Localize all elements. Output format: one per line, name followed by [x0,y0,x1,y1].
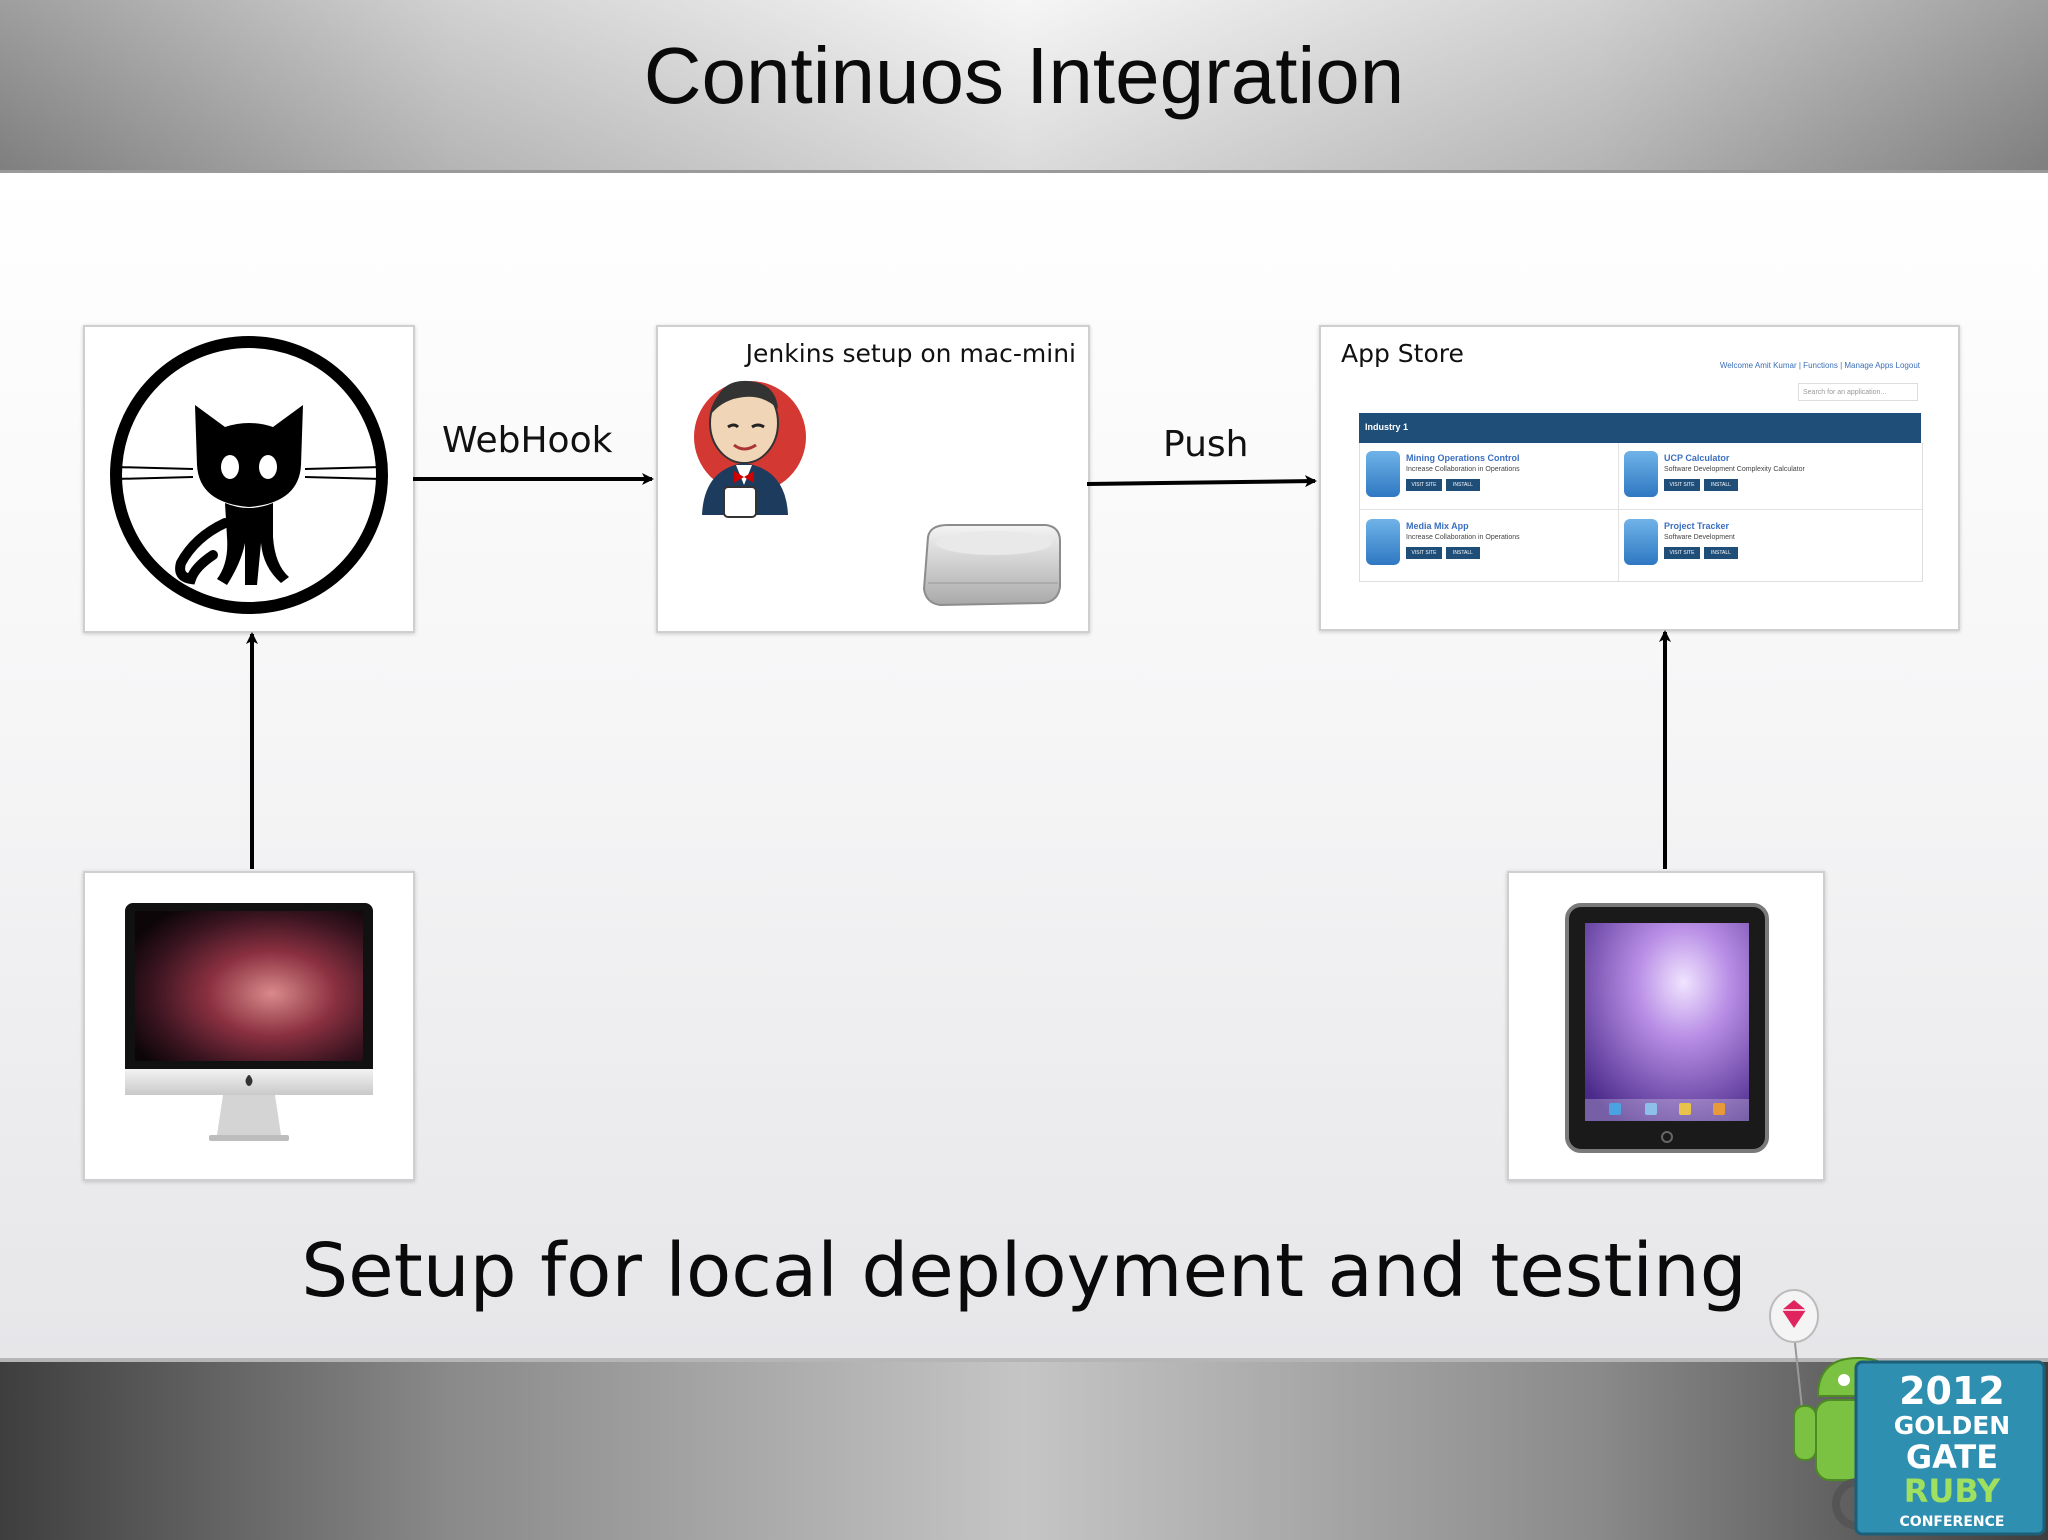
logo-ruby: RUBY [1904,1472,2001,1510]
app-icon [1366,519,1400,565]
app-name: UCP Calculator [1664,453,1730,463]
slide-title: Continuos Integration [643,31,1405,120]
app-desc: Increase Collaboration in Operations [1406,466,1520,473]
visit-site-button: VISIT SITE [1406,479,1442,491]
github-octocat-icon [110,336,388,614]
app-name: Mining Operations Control [1406,453,1520,463]
store-col-divider [1618,443,1619,581]
mac-mini-icon [922,524,1061,607]
app-icon [1366,451,1400,497]
app-desc: Software Development [1664,534,1735,541]
jenkins-node: Jenkins setup on mac-mini [656,325,1090,633]
store-app-item: Mining Operations Control Increase Colla… [1366,451,1636,509]
logo-gate: GATE [1906,1438,1998,1476]
store-search-input: Search for an application... [1798,383,1918,401]
slide-caption: Setup for local deployment and testing [301,1228,1747,1314]
app-store-label: App Store [1341,339,1464,368]
visit-site-button: VISIT SITE [1406,547,1442,559]
store-row-divider [1360,509,1922,510]
title-bar [0,0,2048,173]
app-desc: Increase Collaboration in Operations [1406,534,1520,541]
ipad-icon [1565,903,1769,1153]
jenkins-label: Jenkins setup on mac-mini [745,339,1076,368]
visit-site-button: VISIT SITE [1664,479,1700,491]
store-app-item: Media Mix App Increase Collaboration in … [1366,519,1636,577]
edge-label-webhook: WebHook [442,420,613,461]
app-store-node: App Store Welcome Amit Kumar | Functions… [1319,325,1960,631]
imac-node [83,871,415,1181]
logo-year: 2012 [1899,1369,2005,1413]
jenkins-butler-icon [694,380,806,518]
github-node [83,325,415,633]
install-button: INSTALL [1446,479,1480,491]
title-bar-shade [0,0,2048,170]
store-header-links: Welcome Amit Kumar | Functions | Manage … [1719,361,1920,370]
logo-golden: GOLDEN [1894,1411,2010,1440]
app-desc: Software Development Complexity Calculat… [1664,466,1805,473]
app-name: Media Mix App [1406,521,1469,531]
store-section-header: Industry 1 [1359,413,1921,443]
logo-conference: CONFERENCE [1900,1514,2005,1530]
app-name: Project Tracker [1664,521,1730,531]
edge-label-push: Push [1163,424,1249,465]
golden-gate-ruby-conference-logo: 2012 GOLDEN GATE RUBY CONFERENCE [1769,1289,2046,1536]
store-app-item: Project Tracker Software Development VIS… [1624,519,1914,577]
bottom-bar [0,1358,2048,1540]
ipad-node [1507,871,1825,1181]
visit-site-button: VISIT SITE [1664,547,1700,559]
store-app-grid: Mining Operations Control Increase Colla… [1359,443,1923,582]
store-app-item: UCP Calculator Software Development Comp… [1624,451,1914,509]
install-button: INSTALL [1704,547,1738,559]
install-button: INSTALL [1704,479,1738,491]
install-button: INSTALL [1446,547,1480,559]
imac-icon [125,903,373,1141]
app-icon [1624,519,1658,565]
app-icon [1624,451,1658,497]
